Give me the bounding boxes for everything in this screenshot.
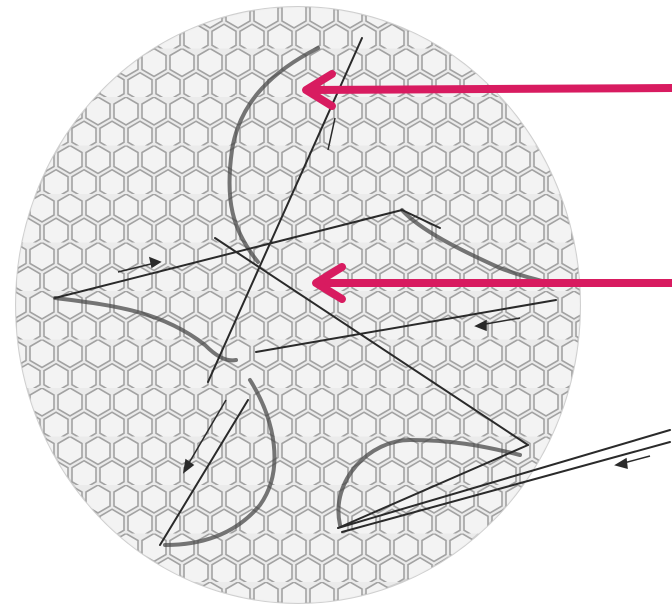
micrograph-illustration <box>0 0 672 615</box>
